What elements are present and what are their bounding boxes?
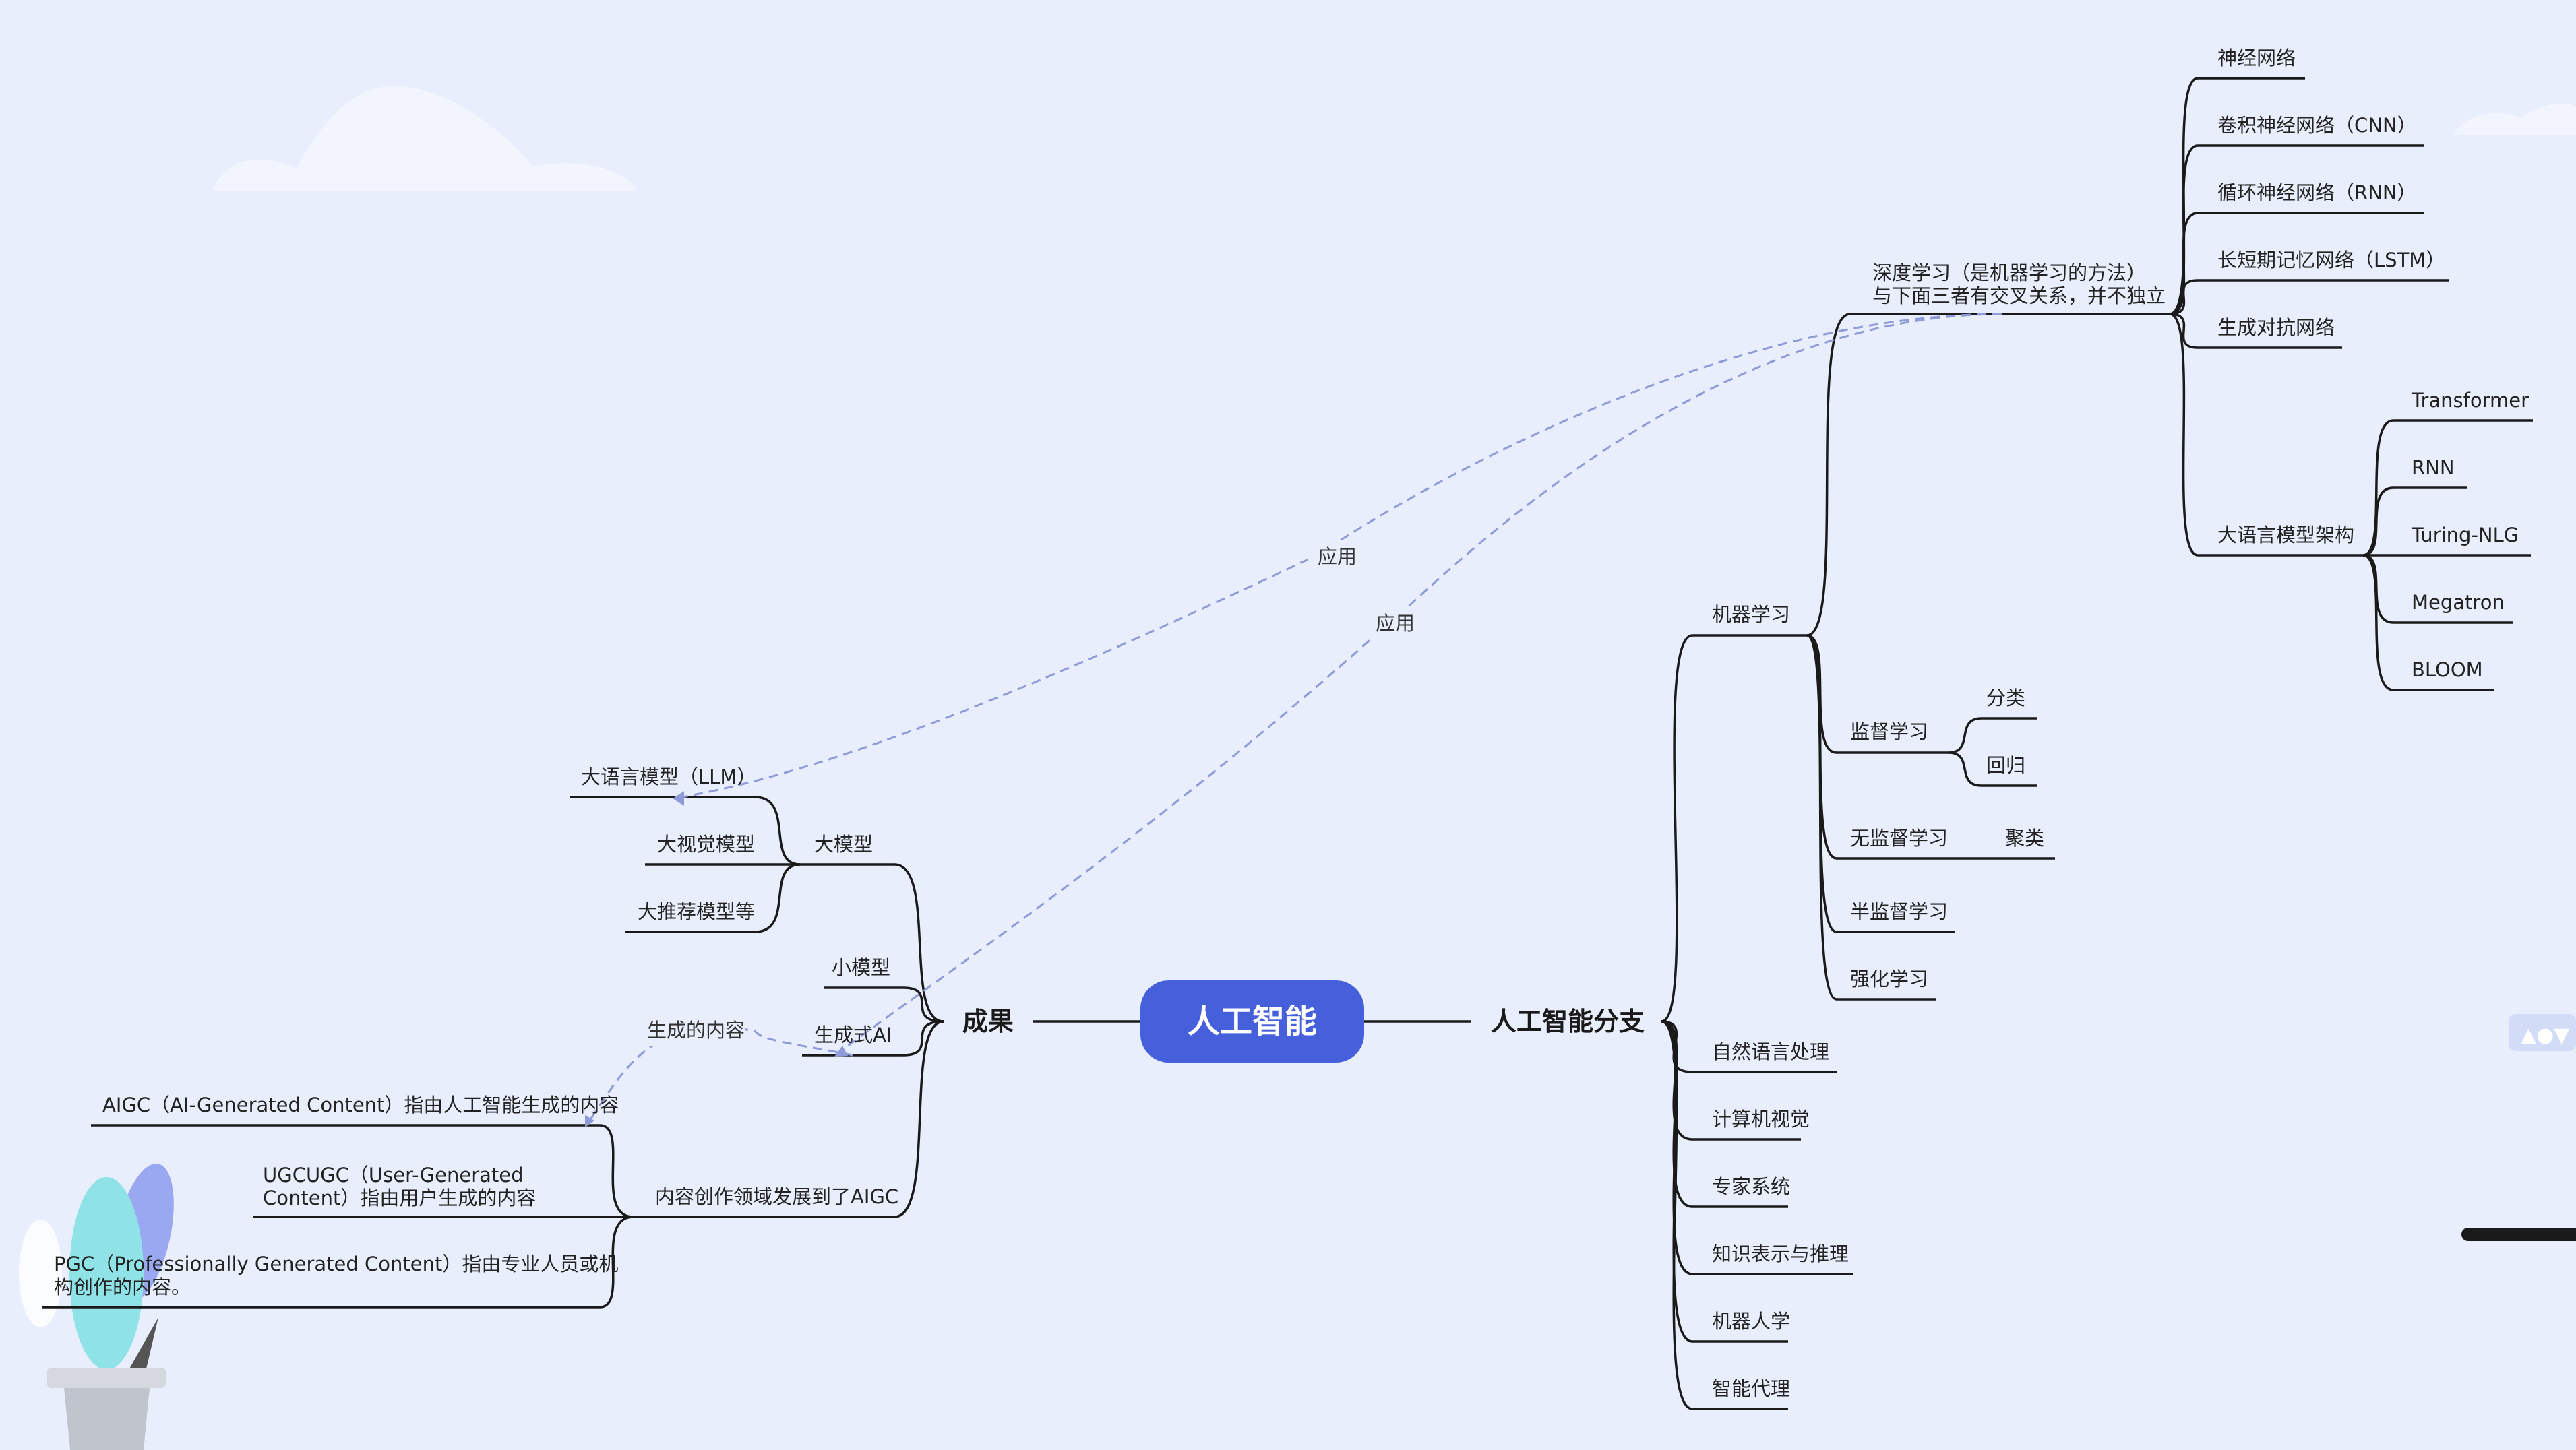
node-robotics[interactable]: 机器人学 [1712,1310,1790,1333]
mini-toolbar-decoration [2509,1014,2576,1051]
node-rnn-network[interactable]: 循环神经网络（RNN） [2217,181,2417,204]
node-cnn[interactable]: 卷积神经网络（CNN） [2217,114,2417,137]
node-big-recommend-model[interactable]: 大推荐模型等 [638,900,755,923]
node-regression[interactable]: 回归 [1986,754,2025,777]
node-unsupervised[interactable]: 无监督学习 [1850,827,1948,850]
node-aigc-field[interactable]: 内容创作领域发展到了AIGC [655,1185,898,1208]
node-big-vision-model[interactable]: 大视觉模型 [657,833,755,856]
root-node-shape [1140,980,1364,1063]
node-neural-network[interactable]: 神经网络 [2217,46,2296,69]
relation-label-bg-1 [1308,540,1361,570]
node-supervised[interactable]: 监督学习 [1850,720,1928,743]
relation-label-apply-2[interactable]: 应用 [1376,612,1415,635]
cloud-decoration-right [2453,103,2576,135]
node-rnn[interactable]: RNN [2412,456,2455,479]
relation-label-generated-content[interactable]: 生成的内容 [647,1019,745,1042]
node-gan[interactable]: 生成对抗网络 [2217,316,2335,339]
node-llm-architecture[interactable]: 大语言模型架构 [2217,524,2354,546]
node-intelligent-agent[interactable]: 智能代理 [1712,1377,1790,1400]
cloud-decoration [212,86,637,191]
node-deep-learning-line1[interactable]: 深度学习（是机器学习的方法） [1872,261,2146,284]
arrowhead-llm [673,791,684,806]
node-knowledge-reasoning[interactable]: 知识表示与推理 [1712,1242,1849,1265]
branch-achievements[interactable]: 成果 [962,1007,1014,1036]
node-aigc[interactable]: AIGC（AI-Generated Content）指由人工智能生成的内容 [102,1094,619,1116]
scroll-handle-decoration[interactable] [2461,1228,2576,1241]
node-big-model[interactable]: 大模型 [814,833,873,856]
arrowhead-genai [834,1046,848,1057]
connectors [42,77,2533,1410]
node-bloom[interactable]: BLOOM [2412,658,2483,681]
node-small-model[interactable]: 小模型 [832,956,890,979]
arrowhead-aigc [585,1115,594,1127]
node-pgc-line1[interactable]: PGC（Professionally Generated Content）指由专… [54,1253,618,1275]
node-turing-nlg[interactable]: Turing-NLG [2411,524,2519,546]
plant-pot-icon [19,1163,174,1450]
background-decorations: ▲●▼ [19,86,2576,1450]
node-deep-learning-line2[interactable]: 与下面三者有交叉关系，并不独立 [1872,284,2166,307]
node-machine-learning[interactable]: 机器学习 [1712,603,1790,626]
node-reinforcement[interactable]: 强化学习 [1850,968,1928,990]
mini-toolbar-glyphs: ▲●▼ [2521,1023,2569,1047]
relation-label-bg-3 [639,1016,745,1046]
node-nlp[interactable]: 自然语言处理 [1712,1040,1829,1063]
node-classification[interactable]: 分类 [1986,687,2025,710]
node-llm[interactable]: 大语言模型（LLM） [581,765,756,788]
node-expert-system[interactable]: 专家系统 [1712,1175,1790,1198]
root-node[interactable]: 人工智能 [1140,980,1364,1063]
branch-ai-branches[interactable]: 人工智能分支 [1491,1007,1645,1036]
node-computer-vision[interactable]: 计算机视觉 [1712,1108,1810,1131]
relation-label-apply-1[interactable]: 应用 [1318,545,1357,568]
root-node-label: 人工智能 [1188,1003,1317,1040]
node-megatron[interactable]: Megatron [2412,591,2505,614]
node-generative-ai[interactable]: 生成式AI [814,1023,892,1046]
node-ugc-line1[interactable]: UGCUGC（User-Generated [263,1164,524,1187]
node-clustering[interactable]: 聚类 [2005,827,2044,850]
relation-label-bg-2 [1366,607,1419,637]
node-pgc-line2[interactable]: 构创作的内容。 [54,1275,191,1298]
node-transformer[interactable]: Transformer [2411,389,2529,412]
node-semi-supervised[interactable]: 半监督学习 [1850,900,1948,923]
node-ugc-line2[interactable]: Content）指由用户生成的内容 [263,1187,536,1209]
node-lstm[interactable]: 长短期记忆网络（LSTM） [2217,249,2445,272]
